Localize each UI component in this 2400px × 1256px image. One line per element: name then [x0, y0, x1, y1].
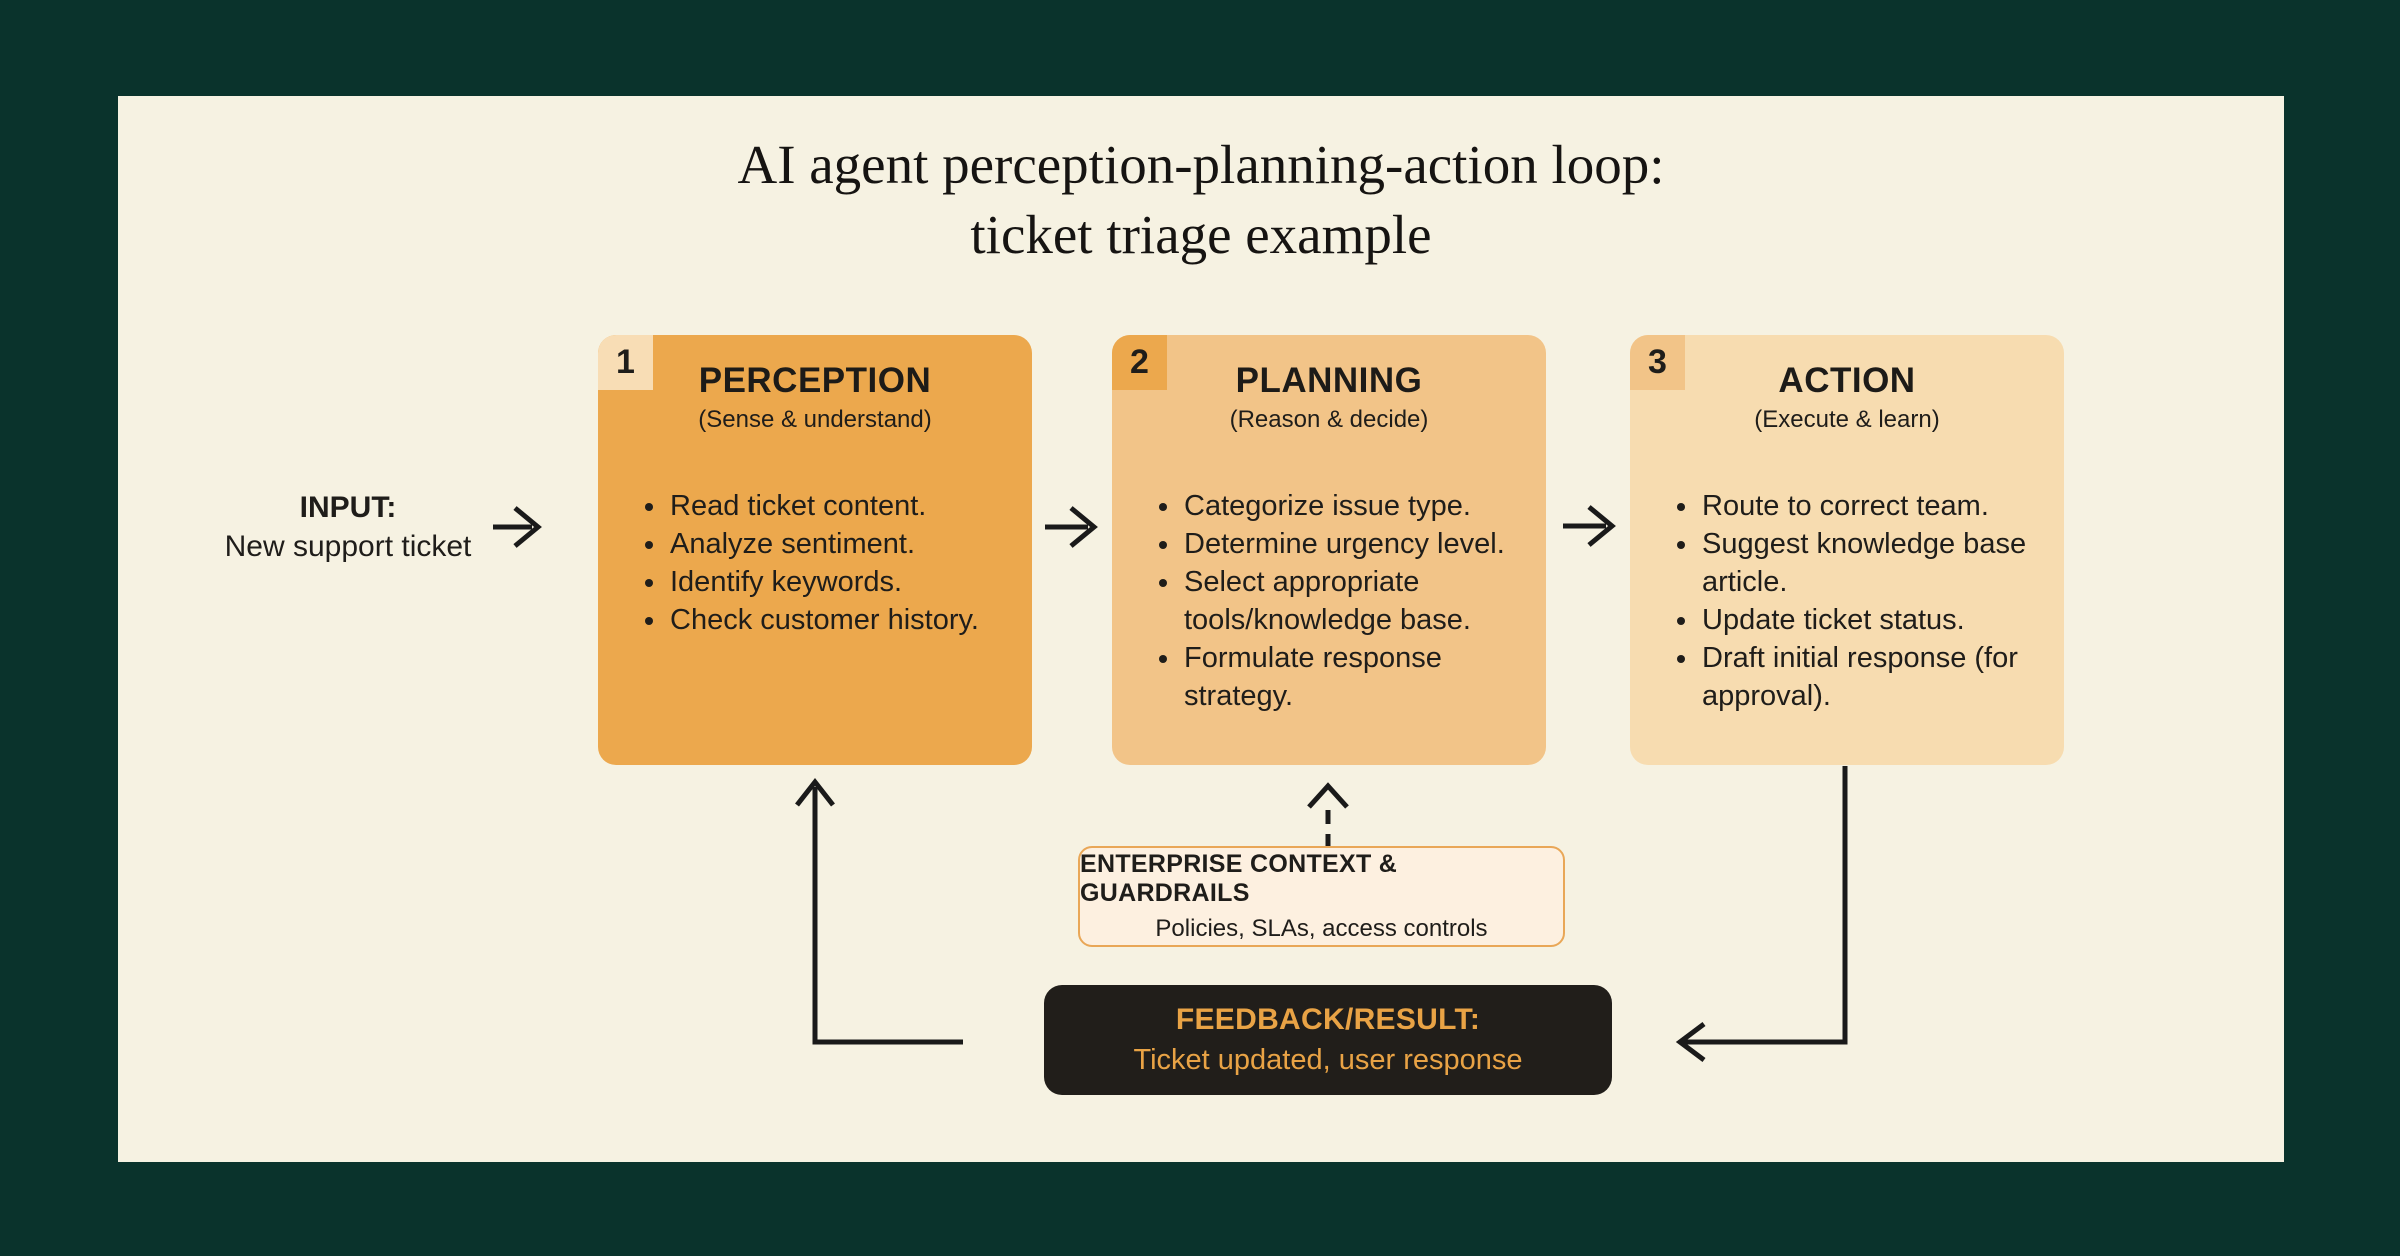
- guardrails-subtitle: Policies, SLAs, access controls: [1155, 915, 1488, 942]
- bullet-item: Check customer history.: [668, 601, 1018, 639]
- input-description: New support ticket: [224, 530, 472, 563]
- bullet-item: Suggest knowledge base article.: [1700, 525, 2050, 601]
- feedback-title: FEEDBACK/RESULT:: [1175, 1003, 1481, 1036]
- stage-box-planning: 2 PLANNING (Reason & decide) Categorize …: [1112, 335, 1546, 765]
- stage-subtitle: (Sense & understand): [698, 406, 932, 433]
- bullet-item: Formulate response strategy.: [1182, 639, 1532, 715]
- stage-subtitle: (Execute & learn): [1754, 406, 1940, 433]
- stage-title: ACTION: [1778, 361, 1916, 400]
- stage-title: PLANNING: [1235, 361, 1423, 400]
- stage-number-badge: 3: [1630, 335, 1685, 390]
- bullet-item: Categorize issue type.: [1182, 487, 1532, 525]
- feedback-subtitle: Ticket updated, user response: [1133, 1044, 1523, 1076]
- stage-bullet-list: Route to correct team. Suggest knowledge…: [1630, 487, 2064, 715]
- stage-box-action: 3 ACTION (Execute & learn) Route to corr…: [1630, 335, 2064, 765]
- guardrails-box: ENTERPRISE CONTEXT & GUARDRAILS Policies…: [1078, 846, 1565, 947]
- bullet-item: Read ticket content.: [668, 487, 1018, 525]
- stage-title: PERCEPTION: [698, 361, 932, 400]
- bullet-item: Route to correct team.: [1700, 487, 2050, 525]
- diagram-title-line-1: AI agent perception-planning-action loop…: [737, 134, 1665, 195]
- bullet-item: Identify keywords.: [668, 563, 1018, 601]
- stage-subtitle: (Reason & decide): [1229, 406, 1429, 433]
- bullet-item: Determine urgency level.: [1182, 525, 1532, 563]
- diagram-title-line-2: ticket triage example: [970, 204, 1432, 265]
- bullet-item: Analyze sentiment.: [668, 525, 1018, 563]
- bullet-item: Draft initial response (for approval).: [1700, 639, 2050, 715]
- guardrails-title: ENTERPRISE CONTEXT & GUARDRAILS: [1080, 850, 1398, 907]
- stage-bullet-list: Categorize issue type. Determine urgency…: [1112, 487, 1546, 715]
- arrow-feedback-to-perception: [795, 777, 963, 1045]
- arrow-action-to-feedback: [1675, 766, 1848, 1062]
- stage-bullet-list: Read ticket content. Analyze sentiment. …: [598, 487, 1032, 639]
- arrow-planning-to-action: [1563, 505, 1616, 547]
- bullet-item: Update ticket status.: [1700, 601, 2050, 639]
- stage-number-badge: 2: [1112, 335, 1167, 390]
- input-label: INPUT:: [299, 491, 397, 524]
- bullet-item: Select appropriate tools/knowledge base.: [1182, 563, 1532, 639]
- diagram-panel: AI agent perception-planning-action loop…: [118, 96, 2284, 1162]
- input-block: INPUT: New support ticket: [173, 488, 523, 566]
- arrow-guardrails-to-planning-dotted: [1307, 782, 1349, 846]
- feedback-box: FEEDBACK/RESULT: Ticket updated, user re…: [1044, 985, 1612, 1095]
- diagram-title: AI agent perception-planning-action loop…: [118, 130, 2284, 270]
- stage-box-perception: 1 PERCEPTION (Sense & understand) Read t…: [598, 335, 1032, 765]
- arrow-perception-to-planning: [1045, 506, 1098, 548]
- stage-number-badge: 1: [598, 335, 653, 390]
